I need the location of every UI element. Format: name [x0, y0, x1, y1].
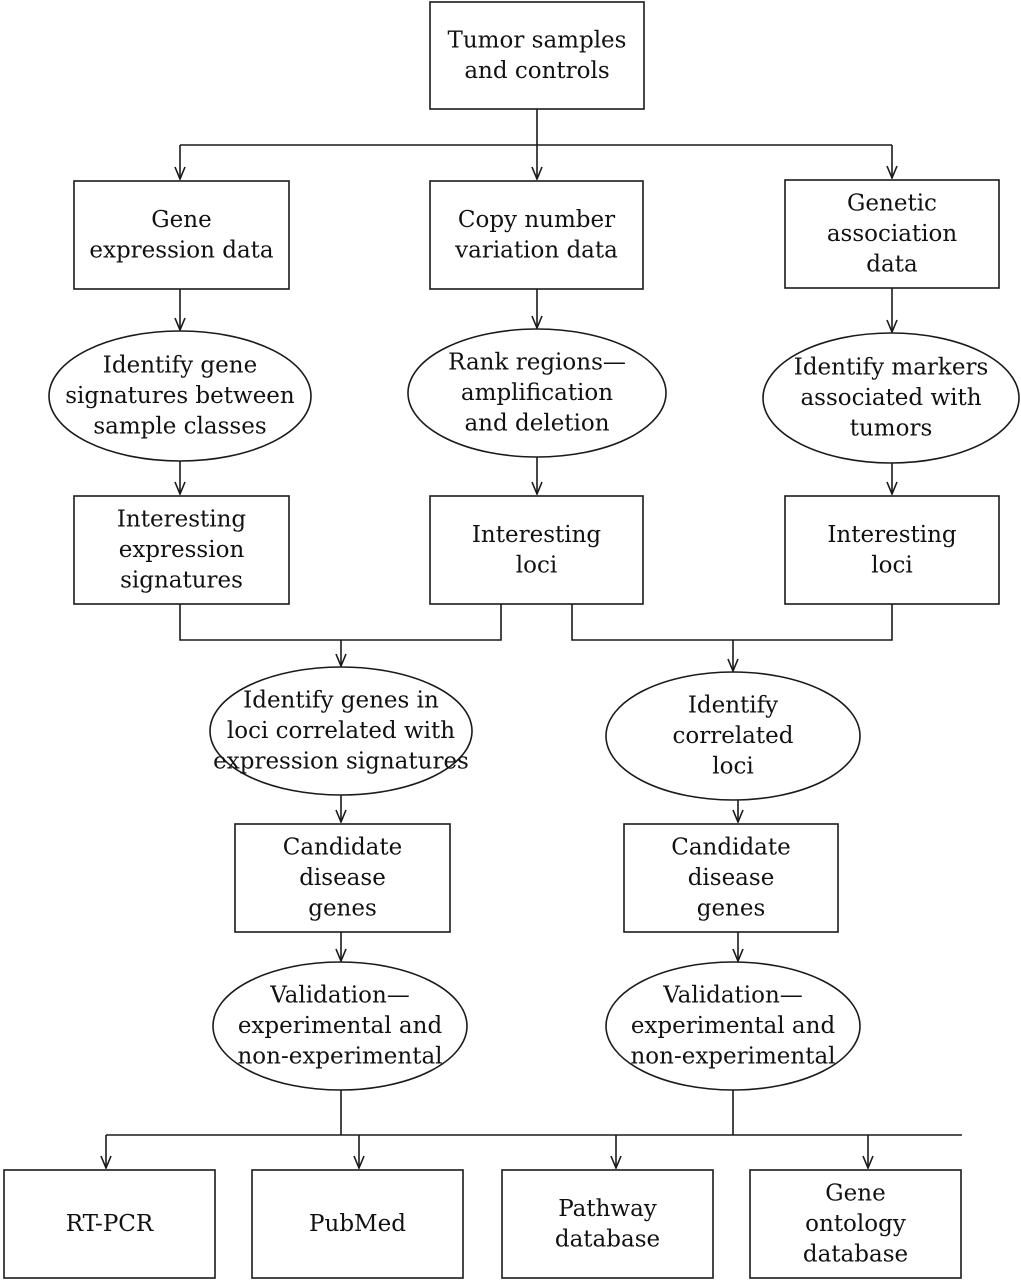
pubmed-box [251, 1169, 464, 1279]
cnv-label-line: Copy number [458, 207, 615, 233]
validation-1-label-line: Validation— [269, 983, 410, 1009]
interesting-loci-1-box [429, 495, 644, 605]
validation-2-label-line: experimental and [631, 1013, 836, 1039]
identify-signatures-label-line: sample classes [93, 414, 266, 440]
validation-2-label-line: non-experimental [630, 1044, 835, 1070]
candidate-2-node: Candidate disease genes [623, 823, 839, 933]
pubmed-label-line: PubMed [309, 1211, 406, 1237]
gene-ontology-label-line: database [803, 1242, 908, 1268]
gene-expr-box [73, 180, 290, 290]
interesting-loci-2-label-line: loci [871, 552, 912, 578]
rank-regions-label-line: Rank regions— [448, 350, 626, 376]
candidate-2-label-line: Candidate [671, 835, 791, 861]
rtpcr-box [3, 1169, 216, 1279]
interesting-loci-1-label-line: Interesting [472, 522, 602, 548]
genetic-assoc-label-line: data [866, 252, 918, 278]
pathway-label-line: Pathway [558, 1196, 657, 1222]
pathway-label-line: database [555, 1226, 660, 1252]
identify-markers-ellipse [762, 332, 1020, 464]
gene-expr-node: Gene expression data [73, 180, 290, 290]
identify-genes-loci-label-line: loci correlated with [227, 718, 455, 744]
tumor-label-line: and controls [464, 58, 609, 84]
validation-1-label-line: experimental and [238, 1013, 443, 1039]
interesting-loci-2-label-line: Interesting [827, 522, 957, 548]
identify-correlated-label-line: Identify [688, 693, 778, 719]
rank-regions-label-line: amplification [461, 380, 613, 406]
genetic-assoc-label-line: Genetic [847, 191, 937, 217]
rank-regions-node: Rank regions— amplification and deletion [407, 328, 667, 458]
connector-layer [106, 109, 962, 1168]
identify-genes-loci-node: Identify genes in loci correlated with exp… [209, 666, 473, 796]
genetic-assoc-label-line: association [827, 221, 958, 247]
interesting-expr-box [73, 495, 290, 605]
pubmed-node: PubMed [251, 1169, 464, 1279]
candidate-1-node: Candidate disease genes [234, 823, 451, 933]
identify-signatures-label-line: signatures between [65, 383, 295, 409]
validation-2-ellipse [605, 961, 861, 1091]
candidate-1-label-line: genes [308, 896, 377, 922]
identify-markers-label-line: Identify markers [794, 355, 989, 381]
gene-ontology-label-line: Gene [825, 1181, 885, 1207]
rank-regions-ellipse [407, 328, 667, 458]
cnv-box [429, 180, 644, 290]
candidate-1-label-line: Candidate [283, 835, 403, 861]
interesting-loci-2-box [784, 495, 1000, 605]
validation-2-node: Validation— experimental and non-experimen… [605, 961, 861, 1091]
identify-correlated-node: Identify correlated loci [605, 671, 861, 801]
genetic-assoc-box [784, 179, 1000, 289]
identify-genes-loci-ellipse [209, 666, 473, 796]
validation-1-label-line: non-experimental [237, 1044, 442, 1070]
identify-markers-label-line: tumors [850, 416, 933, 442]
cnv-node: Copy number variation data [429, 180, 644, 290]
candidate-2-box [623, 823, 839, 933]
candidate-2-label-line: genes [697, 896, 766, 922]
rank-regions-label-line: and deletion [464, 411, 609, 437]
tumor-node: Tumor samples and controls [429, 1, 645, 110]
cnv-label-line: variation data [454, 237, 618, 263]
identify-markers-node: Identify markers associated with tumors [762, 332, 1020, 464]
gene-expr-label-line: Gene [151, 207, 211, 233]
rtpcr-label-line: RT-PCR [66, 1211, 154, 1237]
interesting-expr-node: Interesting expression signatures [73, 495, 290, 605]
identify-signatures-node: Identify gene signatures between sample cl… [48, 330, 312, 462]
interesting-loci-1-label-line: loci [516, 552, 557, 578]
interesting-loci-2-node: Interesting loci [784, 495, 1000, 605]
interesting-expr-label-line: Interesting [117, 507, 247, 533]
validation-2-label-line: Validation— [662, 983, 803, 1009]
identify-genes-loci-label-line: Identify genes in [243, 688, 439, 714]
pathway-box [501, 1169, 714, 1279]
edge-merge-right-line [571, 604, 893, 641]
interesting-loci-1-node: Interesting loci [429, 495, 644, 605]
candidate-2-label-line: disease [688, 865, 775, 891]
gene-ontology-label-line: ontology [805, 1211, 906, 1237]
genetic-assoc-node: Genetic association data [784, 179, 1000, 289]
identify-signatures-ellipse [48, 330, 312, 462]
validation-1-node: Validation— experimental and non-experimen… [212, 961, 468, 1091]
interesting-expr-label-line: expression [119, 537, 245, 563]
gene-ontology-box [749, 1169, 962, 1279]
rtpcr-node: RT-PCR [3, 1169, 216, 1279]
candidate-1-box [234, 823, 451, 933]
gene-expr-label-line: expression data [89, 237, 274, 263]
identify-correlated-label-line: loci [712, 754, 753, 780]
gene-ontology-node: Gene ontology database [749, 1169, 962, 1279]
identify-correlated-ellipse [605, 671, 861, 801]
identify-genes-loci-label-line: expression signatures [213, 749, 469, 775]
tumor-box [429, 1, 645, 110]
identify-correlated-label-line: correlated [673, 723, 794, 749]
validation-1-ellipse [212, 961, 468, 1091]
pathway-node: Pathway database [501, 1169, 714, 1279]
interesting-expr-label-line: signatures [120, 568, 243, 594]
identify-signatures-label-line: Identify gene [103, 353, 257, 379]
edge-merge-left-line [179, 604, 502, 641]
candidate-1-label-line: disease [299, 865, 386, 891]
identify-markers-label-line: associated with [800, 385, 981, 411]
tumor-label-line: Tumor samples [448, 27, 627, 53]
